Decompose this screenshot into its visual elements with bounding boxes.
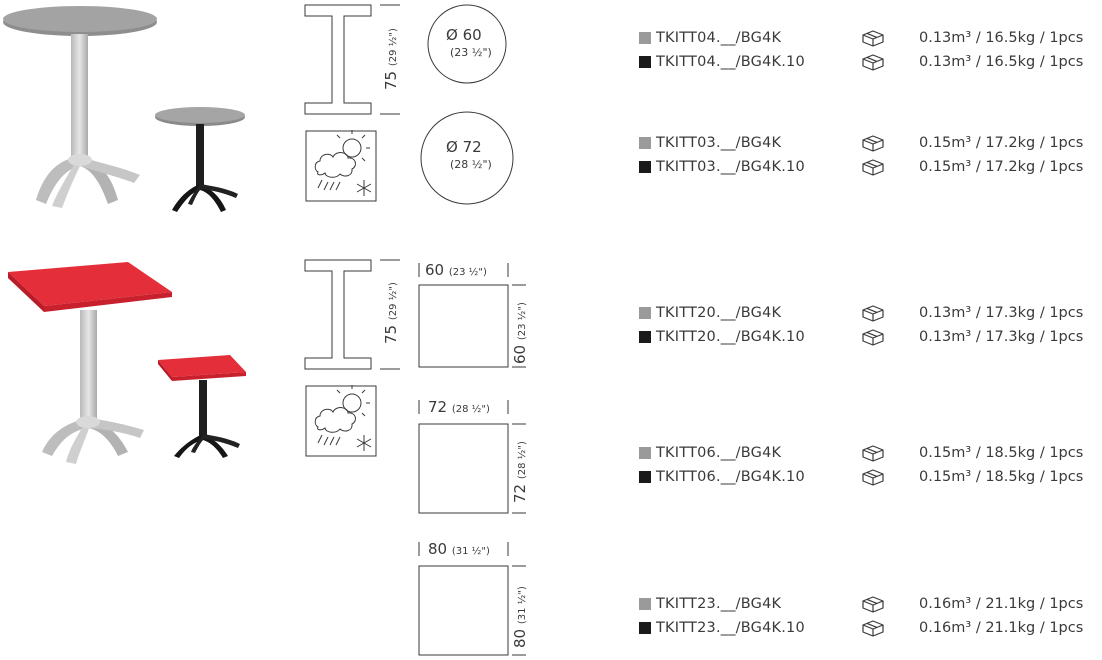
product-row: TKITT03.__/BG4K 0.15m³ / 17.2kg / 1pcs [639, 133, 1099, 153]
square-60-width-label: 60 (23 ½") [425, 261, 487, 279]
square-80-width-inch: (31 ½") [451, 546, 490, 557]
product-code: TKITT06.__/BG4K.10 [656, 469, 805, 485]
package-box-icon [862, 30, 884, 47]
package-box-icon [862, 620, 884, 637]
square-80-width-label: 80 (31 ½") [428, 540, 490, 558]
product-row: TKITT06.__/BG4K.10 0.15m³ / 18.5kg / 1pcs [639, 467, 1099, 487]
package-info: 0.16m³ / 21.1kg / 1pcs [919, 620, 1084, 636]
square-72-width-inch: (28 ½") [451, 404, 490, 415]
black-swatch [639, 331, 651, 343]
round-top-72-shape [420, 111, 514, 205]
square-60-depth-inch: (23 ½") [517, 302, 528, 341]
square-height-value: 75 [382, 324, 400, 344]
square-60-depth-value: 60 [511, 344, 529, 364]
package-info: 0.15m³ / 18.5kg / 1pcs [919, 445, 1084, 461]
product-row: TKITT20.__/BG4K 0.13m³ / 17.3kg / 1pcs [639, 303, 1099, 323]
package-box-icon [862, 135, 884, 152]
square-table-profile [304, 259, 372, 370]
round-height-value: 75 [382, 70, 400, 90]
weather-outdoor-icon [305, 130, 377, 202]
weather-outdoor-icon [305, 385, 377, 457]
package-box-icon [862, 305, 884, 322]
square-60-width-inch: (23 ½") [448, 267, 487, 278]
product-code: TKITT20.__/BG4K [656, 305, 782, 321]
product-code: TKITT04.__/BG4K [656, 30, 782, 46]
grey-swatch [639, 307, 651, 319]
square-60-width-value: 60 [425, 261, 445, 279]
product-row: TKITT03.__/BG4K.10 0.15m³ / 17.2kg / 1pcs [639, 157, 1099, 177]
grey-swatch [639, 32, 651, 44]
grey-swatch [639, 447, 651, 459]
grey-swatch [639, 598, 651, 610]
round-height-inch: (29 ½") [388, 28, 399, 67]
square-80-depth-inch: (31 ½") [517, 586, 528, 625]
package-info: 0.16m³ / 21.1kg / 1pcs [919, 596, 1084, 612]
product-row: TKITT23.__/BG4K 0.16m³ / 21.1kg / 1pcs [639, 594, 1099, 614]
round-height-label: 75 (29 ½") [382, 28, 400, 90]
round-dia72-value: Ø 72 [446, 138, 482, 156]
square-72-width-label: 72 (28 ½") [428, 398, 490, 416]
product-code: TKITT20.__/BG4K.10 [656, 329, 805, 345]
square-72-depth-label: 72 (28 ½") [511, 441, 529, 503]
package-box-icon [862, 329, 884, 346]
package-info: 0.13m³ / 17.3kg / 1pcs [919, 305, 1084, 321]
package-info: 0.13m³ / 17.3kg / 1pcs [919, 329, 1084, 345]
package-box-icon [862, 596, 884, 613]
product-row: TKITT23.__/BG4K.10 0.16m³ / 21.1kg / 1pcs [639, 618, 1099, 638]
round-table-aluminium-image [3, 6, 157, 208]
grey-swatch [639, 137, 651, 149]
round-dia60-value: Ø 60 [446, 26, 482, 44]
square-80-depth-value: 80 [511, 628, 529, 648]
package-box-icon [862, 469, 884, 486]
round-table-profile [304, 4, 372, 115]
square-table-black-image [158, 355, 246, 458]
round-table-black-image [155, 107, 245, 212]
product-row: TKITT06.__/BG4K 0.15m³ / 18.5kg / 1pcs [639, 443, 1099, 463]
black-swatch [639, 471, 651, 483]
square-60-depth-label: 60 (23 ½") [511, 302, 529, 364]
package-info: 0.15m³ / 18.5kg / 1pcs [919, 469, 1084, 485]
round-dia60-label: Ø 60 [446, 26, 482, 44]
round-dia72-inch: (28 ½") [450, 158, 492, 171]
black-swatch [639, 622, 651, 634]
square-top-80-shape [418, 565, 509, 656]
round-top-60-shape [427, 4, 507, 84]
package-box-icon [862, 445, 884, 462]
square-table-aluminium-image [8, 262, 172, 464]
package-box-icon [862, 54, 884, 71]
square-top-60-shape [418, 284, 509, 368]
square-top-72-shape [418, 423, 509, 514]
product-row: TKITT04.__/BG4K.10 0.13m³ / 16.5kg / 1pcs [639, 52, 1099, 72]
package-info: 0.15m³ / 17.2kg / 1pcs [919, 135, 1084, 151]
black-swatch [639, 56, 651, 68]
package-box-icon [862, 159, 884, 176]
package-info: 0.15m³ / 17.2kg / 1pcs [919, 159, 1084, 175]
square-80-depth-label: 80 (31 ½") [511, 586, 529, 648]
square-height-label: 75 (29 ½") [382, 282, 400, 344]
black-swatch [639, 161, 651, 173]
square-72-depth-value: 72 [511, 483, 529, 503]
product-code: TKITT03.__/BG4K.10 [656, 159, 805, 175]
product-row: TKITT20.__/BG4K.10 0.13m³ / 17.3kg / 1pcs [639, 327, 1099, 347]
square-80-width-value: 80 [428, 540, 448, 558]
round-dia72-label: Ø 72 [446, 138, 482, 156]
product-code: TKITT23.__/BG4K [656, 596, 782, 612]
round-dia60-inch: (23 ½") [450, 46, 492, 59]
package-info: 0.13m³ / 16.5kg / 1pcs [919, 30, 1084, 46]
square-height-inch: (29 ½") [388, 282, 399, 321]
product-code: TKITT23.__/BG4K.10 [656, 620, 805, 636]
square-72-width-value: 72 [428, 398, 448, 416]
product-row: TKITT04.__/BG4K 0.13m³ / 16.5kg / 1pcs [639, 28, 1099, 48]
product-code: TKITT04.__/BG4K.10 [656, 54, 805, 70]
package-info: 0.13m³ / 16.5kg / 1pcs [919, 54, 1084, 70]
product-code: TKITT06.__/BG4K [656, 445, 782, 461]
product-code: TKITT03.__/BG4K [656, 135, 782, 151]
square-72-depth-inch: (28 ½") [517, 441, 528, 480]
